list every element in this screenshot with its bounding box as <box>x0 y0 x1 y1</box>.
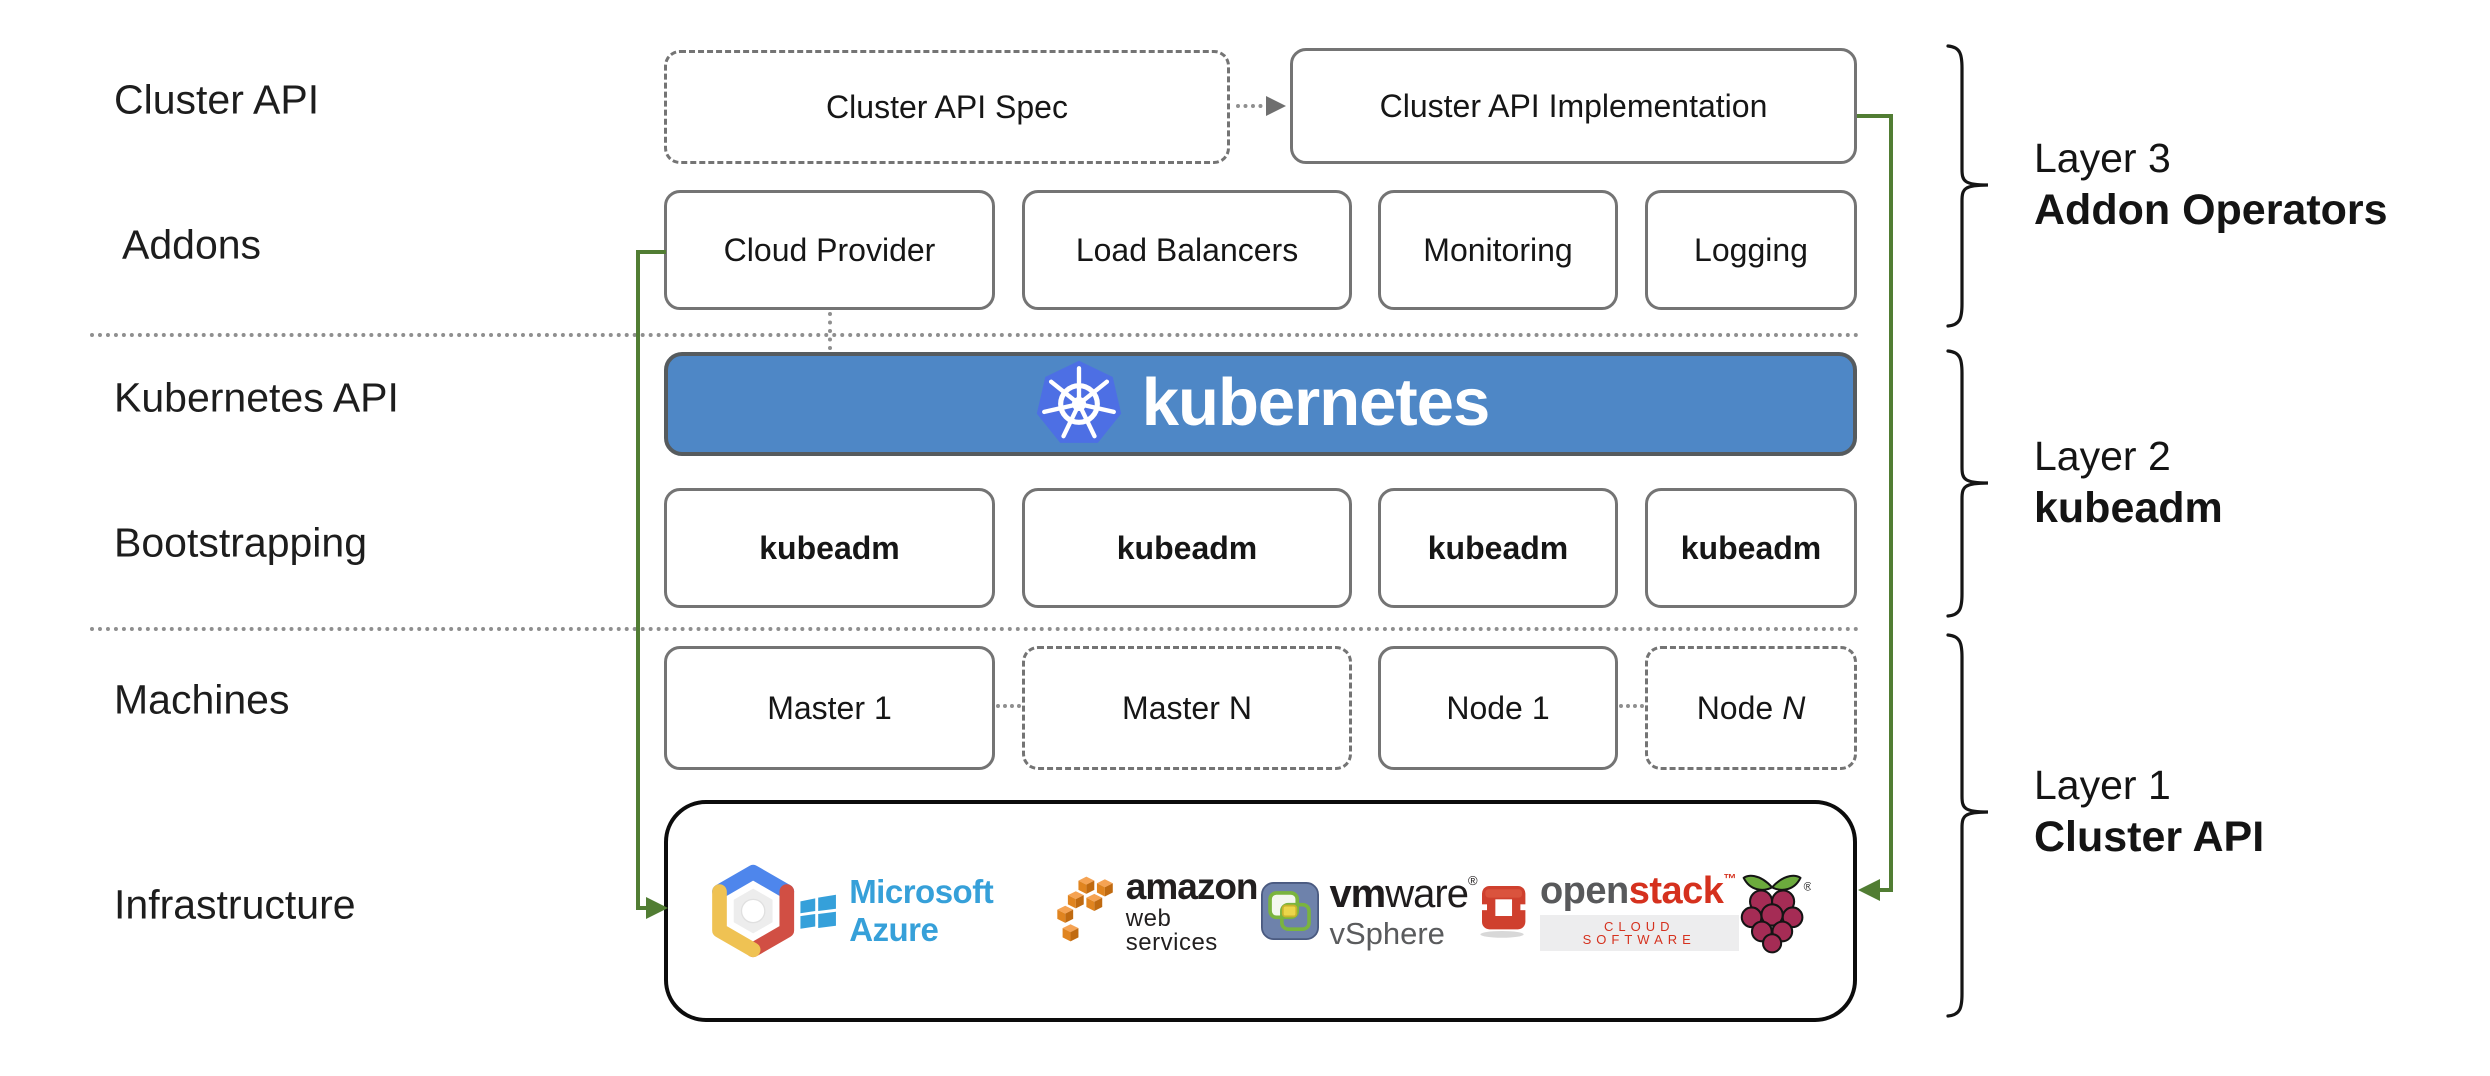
vsphere-icon <box>1261 882 1320 940</box>
openstack-wordmark: openstack™ <box>1540 872 1739 910</box>
amazon-wordmark: amazon <box>1125 865 1259 907</box>
cluster-api-implementation-label: Cluster API Implementation <box>1379 87 1768 124</box>
cloud-software-label: CLOUD SOFTWARE <box>1539 914 1739 951</box>
spec-to-implementation-dotted-line <box>1236 104 1270 108</box>
green-line-left-vertical <box>636 250 640 910</box>
machine-label-suffix: N <box>1782 689 1806 726</box>
addon-box-load-balancers: Load Balancers <box>1022 190 1352 310</box>
green-line-left-top <box>636 250 666 254</box>
registered-mark: ® <box>1467 872 1478 888</box>
openstack-logo: openstack™ CLOUD SOFTWARE <box>1477 872 1739 951</box>
cluster-api-spec-label: Cluster API Spec <box>826 88 1068 125</box>
aws-cubes-icon <box>1056 876 1113 942</box>
kubeadm-label: kubeadm <box>759 529 900 566</box>
machine-label: Node <box>1446 689 1523 726</box>
kubeadm-label: kubeadm <box>1427 529 1569 566</box>
layer-3-label: Layer 3 Addon Operators <box>2034 133 2388 237</box>
row-label-addons: Addons <box>122 221 262 268</box>
node1-to-nodeN-dotted-line <box>1619 704 1644 708</box>
machine-label: Node <box>1696 689 1774 726</box>
machine-label-suffix: 1 <box>1531 689 1550 726</box>
machine-box-node-1: Node 1 <box>1378 646 1618 770</box>
infrastructure-box: Microsoft Azure amazon <box>664 800 1857 1022</box>
dotted-separator-top <box>90 333 1860 337</box>
openstack-icon <box>1478 885 1529 938</box>
row-label-cluster-api: Cluster API <box>114 76 320 123</box>
layer-1-subtitle: Cluster API <box>2034 812 2265 861</box>
green-line-right-top <box>1857 114 1893 118</box>
dotted-separator-bottom <box>90 627 1860 631</box>
kubernetes-banner: kubernetes <box>664 352 1857 456</box>
addon-label: Cloud Provider <box>723 231 936 268</box>
layer-2-subtitle: kubeadm <box>2034 483 2223 532</box>
raspberry-pi-icon: ® <box>1740 874 1811 954</box>
row-label-bootstrapping: Bootstrapping <box>114 519 368 566</box>
layer-2-label: Layer 2 kubeadm <box>2034 431 2223 535</box>
layer-3-subtitle: Addon Operators <box>2034 185 2388 234</box>
layer-2-title: Layer 2 <box>2034 433 2171 479</box>
green-line-right-vertical <box>1889 114 1893 892</box>
vmware-wordmark: vmware® <box>1329 871 1478 916</box>
row-label-kubernetes-api: Kubernetes API <box>114 374 399 421</box>
green-arrow-into-infrastructure-right-icon <box>1858 879 1880 901</box>
machine-label: Master <box>767 689 865 726</box>
microsoft-azure-logo: Microsoft Azure <box>796 873 1055 949</box>
machine-box-node-n: Node N <box>1645 646 1857 770</box>
machine-label-suffix: N <box>1228 689 1252 726</box>
layer-1-title: Layer 1 <box>2034 762 2171 808</box>
windows-flag-icon <box>800 894 837 929</box>
addon-label: Logging <box>1694 231 1808 268</box>
vmware-ware: ware <box>1385 871 1469 916</box>
vmware-vsphere-logo: vmware® vSphere <box>1261 871 1478 951</box>
green-line-left-bottom <box>636 906 650 910</box>
kubeadm-label: kubeadm <box>1116 529 1258 566</box>
trademark-mark: ™ <box>1723 870 1736 886</box>
kubeadm-box-4: kubeadm <box>1645 488 1857 608</box>
azure-wordmark: Microsoft Azure <box>849 873 994 948</box>
machine-label-suffix: 1 <box>874 689 892 726</box>
kubeadm-label: kubeadm <box>1680 529 1822 566</box>
cluster-api-spec-box: Cluster API Spec <box>664 50 1230 164</box>
google-cloud-platform-icon <box>712 864 795 958</box>
openstack-open: open <box>1539 869 1629 912</box>
kubeadm-box-3: kubeadm <box>1378 488 1618 608</box>
registered-mark: ® <box>1803 880 1811 894</box>
web-services-label: web services <box>1125 904 1218 956</box>
vmware-vm: vm <box>1329 871 1386 916</box>
kubeadm-box-2: kubeadm <box>1022 488 1352 608</box>
layer-1-bracket <box>1946 633 1989 1018</box>
spec-to-implementation-arrow-icon <box>1266 96 1286 116</box>
cluster-api-implementation-box: Cluster API Implementation <box>1290 48 1857 164</box>
machine-box-master-n: Master N <box>1022 646 1352 770</box>
machine-box-master-1: Master 1 <box>664 646 995 770</box>
kubernetes-wordmark: kubernetes <box>1141 364 1490 440</box>
addon-box-monitoring: Monitoring <box>1378 190 1618 310</box>
addon-box-cloud-provider: Cloud Provider <box>664 190 995 310</box>
master1-to-masterN-dotted-line <box>996 704 1021 708</box>
layer-1-label: Layer 1 Cluster API <box>2034 760 2264 864</box>
cloud-provider-to-kubernetes-dotted-line <box>828 312 832 350</box>
addon-label: Load Balancers <box>1075 231 1299 268</box>
openstack-stack: stack <box>1628 869 1724 912</box>
layer-2-bracket <box>1946 349 1989 618</box>
kubeadm-box-1: kubeadm <box>664 488 995 608</box>
addon-label: Monitoring <box>1423 231 1573 268</box>
machine-label: Master <box>1122 689 1220 726</box>
layer-3-bracket <box>1946 44 1989 328</box>
layer-3-title: Layer 3 <box>2034 135 2171 181</box>
row-label-infrastructure: Infrastructure <box>114 881 356 928</box>
kubernetes-helm-icon <box>1036 360 1121 443</box>
green-line-right-bottom <box>1878 888 1893 892</box>
addon-box-logging: Logging <box>1645 190 1857 310</box>
row-label-machines: Machines <box>114 676 290 723</box>
green-arrow-into-infrastructure-left-icon <box>646 897 668 919</box>
vsphere-label: vSphere <box>1329 915 1445 951</box>
amazon-web-services-logo: amazon web services <box>1056 868 1262 955</box>
